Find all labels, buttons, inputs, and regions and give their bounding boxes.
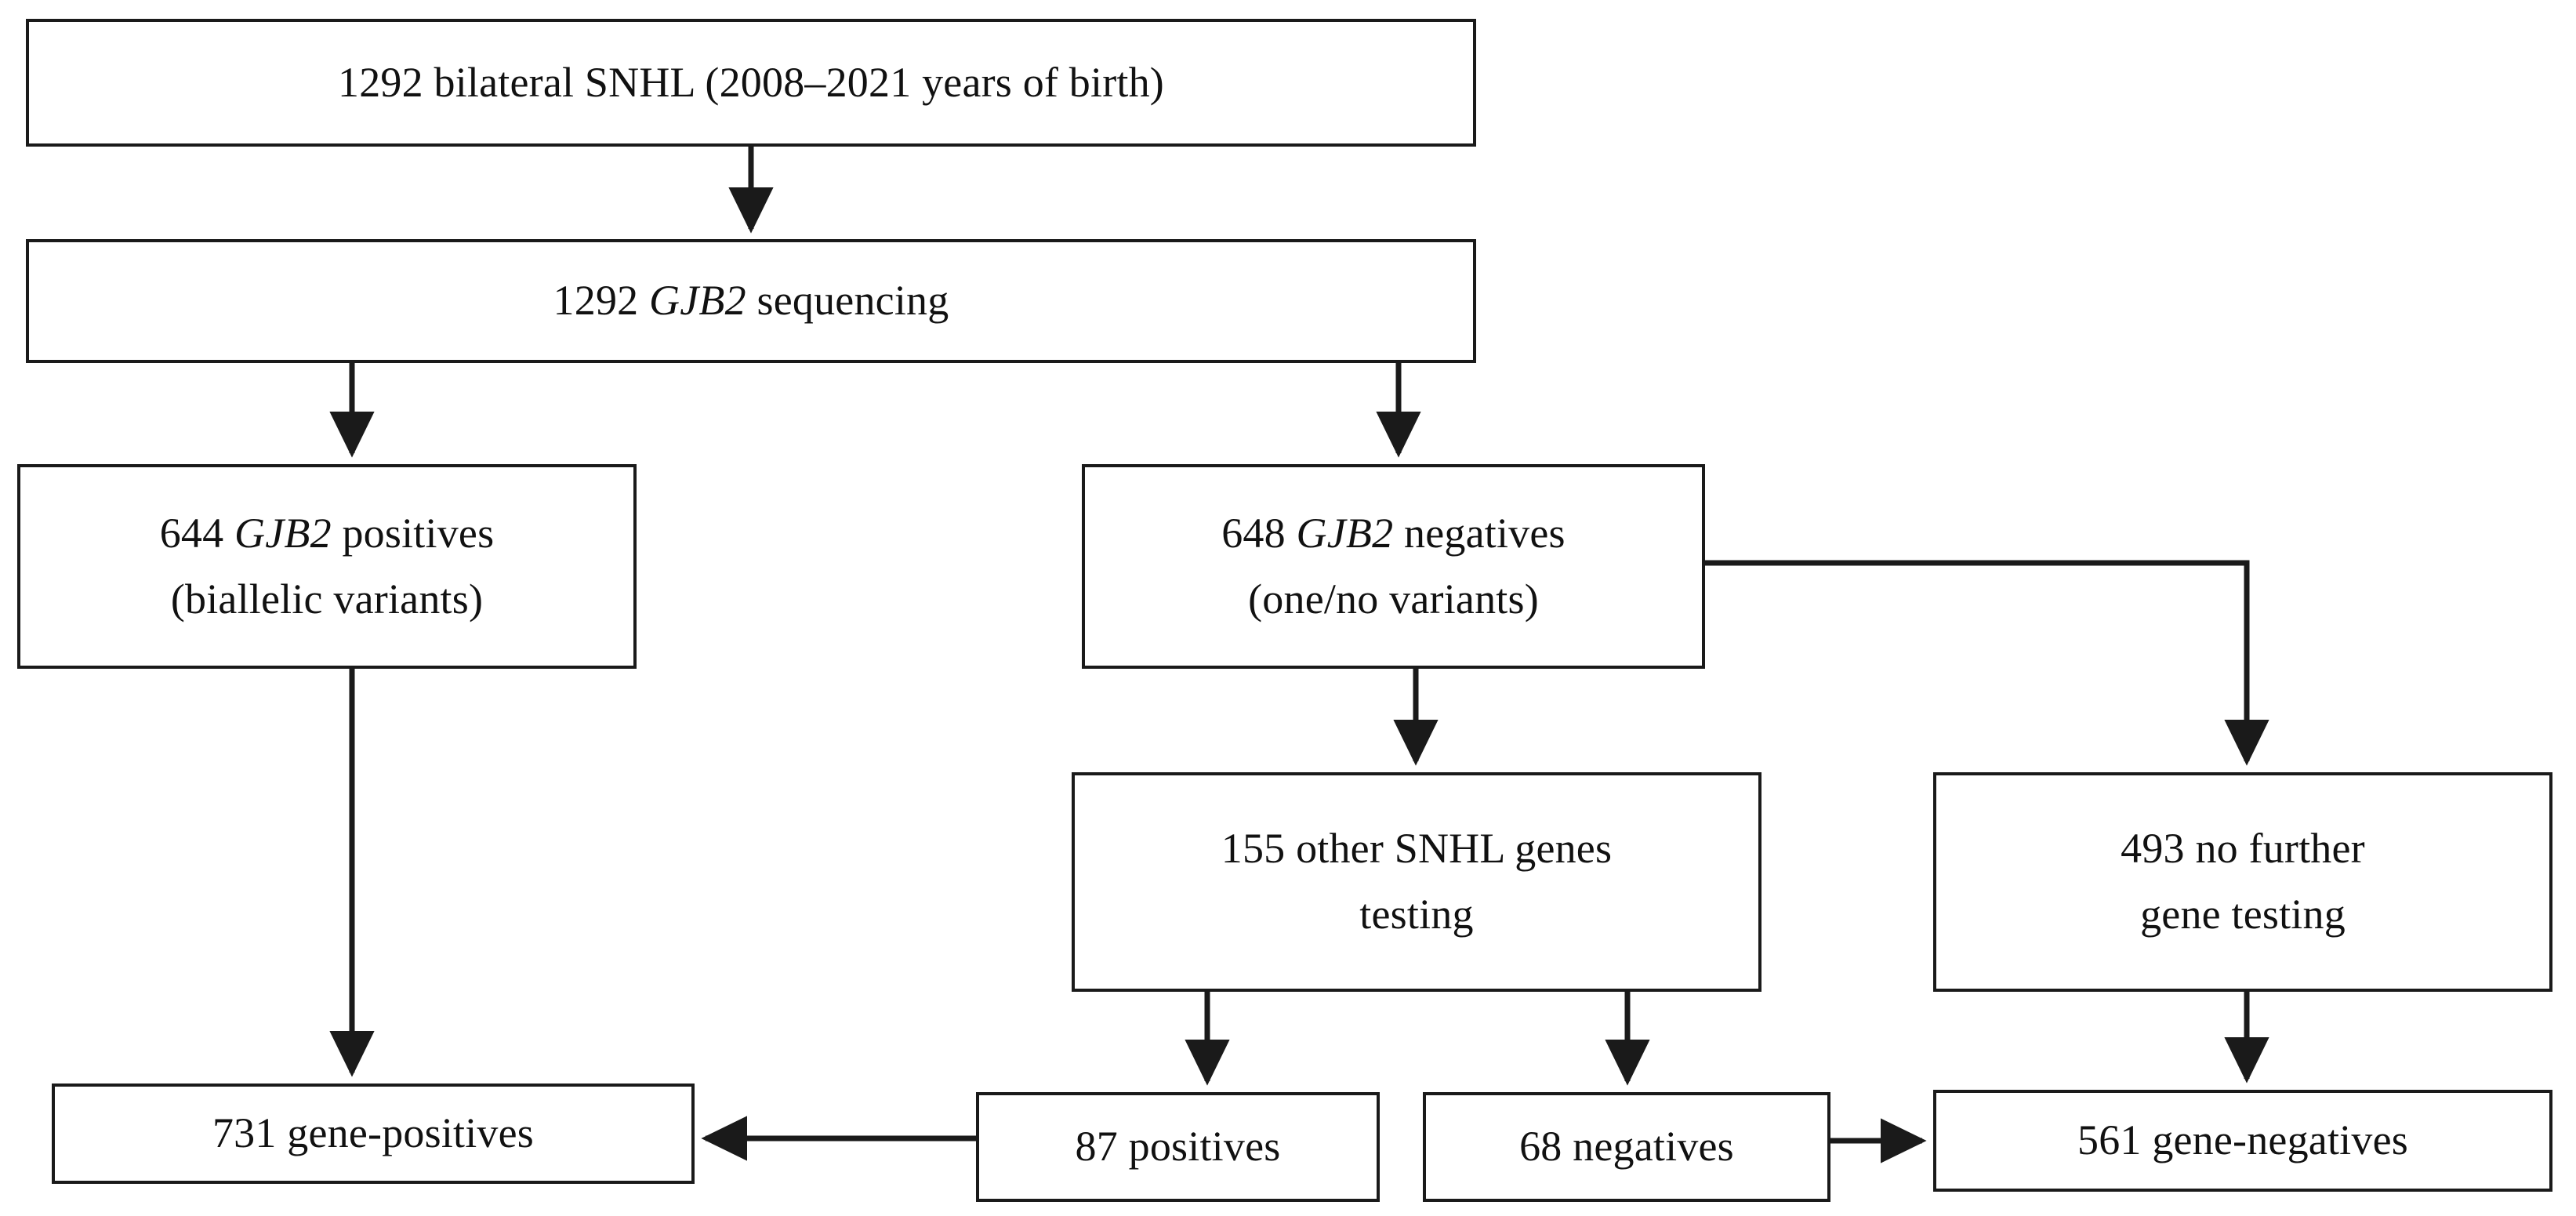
node-text-line: (biallelic variants) (171, 567, 483, 633)
node-text-line: 87 positives (1076, 1114, 1281, 1180)
gene-positives-box: 731 gene-positives (52, 1084, 695, 1184)
node-text-segment: 68 negatives (1519, 1123, 1734, 1171)
node-text-segment: gene testing (2140, 891, 2346, 938)
node-text-segment: (biallelic variants) (170, 575, 484, 623)
node-text-line: testing (1359, 882, 1473, 948)
gjb2-negatives-box: 648 GJB2 negatives (one/no variants) (1082, 464, 1705, 669)
node-text-segment: 155 other SNHL genes (1221, 825, 1613, 873)
node-text-line: 155 other SNHL genes (1221, 816, 1612, 882)
gene-symbol: GJB2 (649, 277, 746, 325)
gene-symbol: GJB2 (234, 509, 332, 557)
gene-negatives-box: 561 gene-negatives (1933, 1090, 2552, 1192)
node-text-line: 68 negatives (1519, 1114, 1734, 1180)
negatives-68-box: 68 negatives (1423, 1092, 1830, 1202)
node-text-line: 648 GJB2 negatives (1221, 501, 1566, 567)
node-text-line: 493 no further (2121, 816, 2365, 882)
gjb2-sequencing-box: 1292 GJB2 sequencing (26, 239, 1476, 363)
node-text-line: (one/no variants) (1248, 567, 1539, 633)
gjb2-positives-box: 644 GJB2 positives (biallelic variants) (17, 464, 637, 669)
node-text-line: 561 gene-negatives (2077, 1108, 2408, 1174)
node-text-line: 644 GJB2 positives (160, 501, 495, 567)
edge-gjb2-negatives-to-no-further-testing (1705, 560, 2269, 766)
node-text-segment: positives (331, 509, 495, 557)
positives-87-box: 87 positives (976, 1092, 1380, 1202)
node-text-segment: sequencing (746, 277, 949, 325)
node-text-line: gene testing (2140, 882, 2346, 948)
node-text-segment: negatives (1393, 509, 1566, 557)
node-text-segment: 1292 bilateral SNHL (2008–2021 years of … (338, 58, 1164, 106)
node-text-line: 1292 GJB2 sequencing (553, 268, 949, 334)
other-snhl-genes-testing-box: 155 other SNHL genes testing (1072, 772, 1761, 992)
node-text-segment: 648 (1221, 509, 1297, 557)
node-text-segment: (one/no variants) (1248, 575, 1539, 623)
node-text-segment: 1292 (553, 277, 650, 325)
node-text-segment: testing (1359, 891, 1474, 938)
gene-symbol: GJB2 (1296, 509, 1394, 557)
node-text-segment: 87 positives (1075, 1123, 1281, 1171)
node-text-line: 1292 bilateral SNHL (2008–2021 years of … (338, 50, 1164, 116)
node-text-segment: 644 (159, 509, 235, 557)
node-text-line: 731 gene-positives (212, 1101, 534, 1167)
no-further-gene-testing-box: 493 no further gene testing (1933, 772, 2552, 992)
node-text-segment: 731 gene-positives (212, 1109, 535, 1157)
cohort-box: 1292 bilateral SNHL (2008–2021 years of … (26, 19, 1476, 147)
node-text-segment: 493 no further (2121, 825, 2365, 873)
node-text-segment: 561 gene-negatives (2077, 1116, 2408, 1164)
